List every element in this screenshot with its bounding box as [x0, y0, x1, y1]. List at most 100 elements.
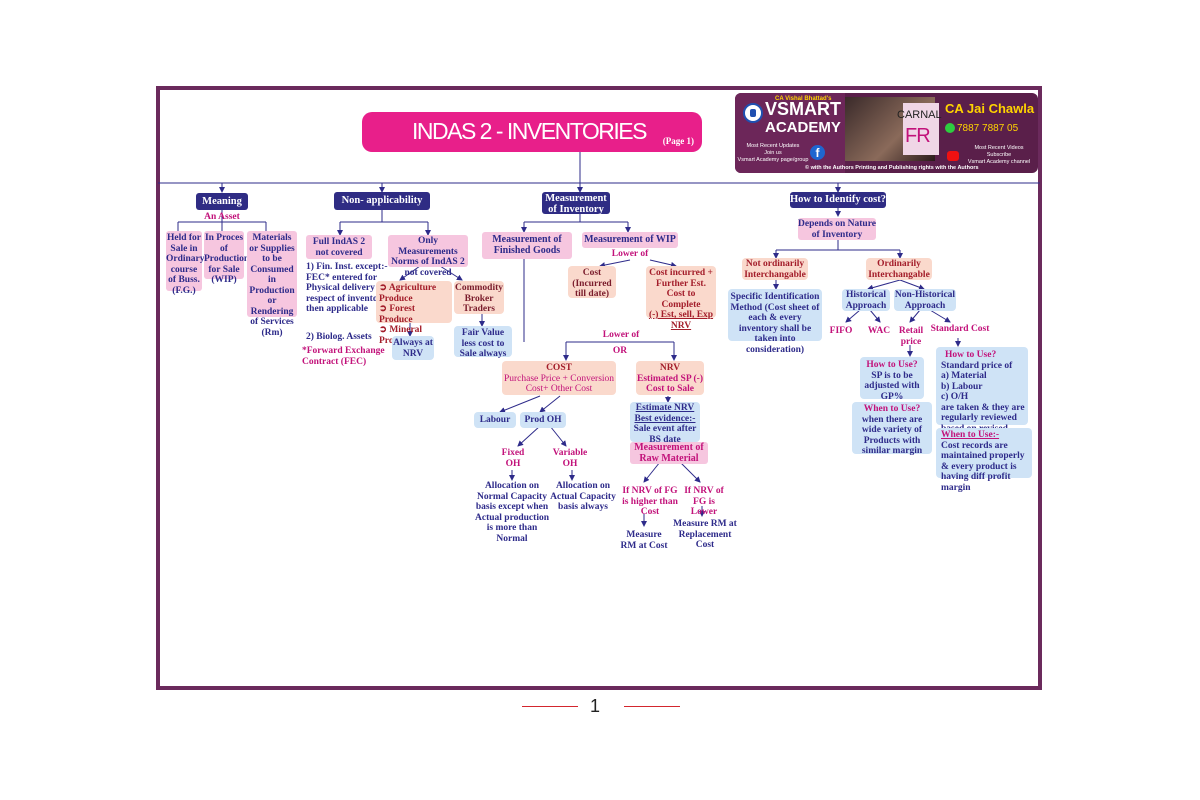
banner-copyright: © with the Authors Printing and Publishi… — [805, 165, 979, 171]
fifo-label: FIFO — [829, 326, 853, 336]
std-how-line: Standard price of — [941, 360, 1013, 371]
produce-list: ➲ Agriculture Produce ➲ Forest Produce ➲… — [376, 281, 452, 346]
wip-nrv-box: Cost incurred + Further Est. Cost to Com… — [646, 266, 716, 331]
std-how-line: c) O/H — [941, 392, 969, 402]
nrv-title: NRV — [659, 363, 681, 373]
facebook-icon[interactable]: f — [810, 145, 825, 160]
raw-material-label: Measurement of Raw Material — [634, 442, 704, 464]
labour-box: Labour — [474, 412, 516, 428]
title-page-label: (Page 1) — [662, 136, 694, 146]
banner-carnal: CARNAL — [897, 109, 942, 121]
banner-group: Vsmart Academy page/group — [737, 157, 809, 163]
estimate-nrv: Estimate NRV — [635, 403, 695, 413]
std-when-answer: Cost records are maintained properly & e… — [941, 440, 1025, 493]
measure-rm-at-cost: Measure RM at Cost — [620, 530, 668, 551]
fair-value-less-cost: Fair Value less cost to Sale always — [454, 326, 512, 359]
always-at-nrv: Always at NRV — [392, 336, 434, 360]
youtube-icon[interactable] — [947, 151, 959, 161]
page-number-rule-right — [624, 706, 680, 707]
not-ordinarily-label: Not ordinarily Interchangable — [744, 259, 806, 280]
fin-inst-exception: 1) Fin. Inst. except:- FEC* entered for … — [306, 262, 388, 314]
academy-logo-icon — [743, 103, 763, 123]
best-evidence: Best evidence:- — [634, 413, 696, 424]
banner-channel: Vsmart Academy channel — [967, 159, 1031, 165]
whatsapp-icon — [945, 123, 955, 133]
std-how-line: a) Material — [941, 371, 987, 381]
measurement-wip: Measurement of WIP — [582, 232, 678, 248]
meaning-item-fg: Held for Sale in Ordinary course of Buss… — [166, 231, 205, 296]
banner-join: Join us — [764, 150, 782, 156]
fec-note: *Forward Exchange Contract (FEC) — [302, 346, 385, 367]
nrv-higher-than-cost: If NRV of FG is higher than Cost — [622, 486, 678, 517]
retail-how-question: How to Use? — [866, 360, 918, 370]
page-number-rule-left — [522, 706, 578, 707]
measure-rm-replacement: Measure RM at Replacement Cost — [673, 519, 737, 550]
specific-identification-method: Specific Identification Method (Cost she… — [728, 289, 822, 355]
prod-oh-box: Prod OH — [520, 412, 566, 428]
retail-price-label: Retail price — [898, 326, 924, 347]
banner-updates: Most Recent Updates — [746, 143, 800, 149]
banner-updates-block: Most Recent Updates Join us Vsmart Acade… — [737, 143, 809, 164]
retail-when-answer: when there are wide variety of Products … — [861, 414, 923, 457]
full-indas-not-covered: Full IndAS 2 not covered — [306, 235, 372, 259]
non-applicability-header: Non- applicability — [334, 192, 430, 210]
only-measurement-norms: Only Measurements Norms of IndAS 2 not c… — [388, 235, 468, 278]
author-name: CA Jai Chawla — [945, 101, 1035, 116]
produce-item-text: Forest Produce — [379, 304, 416, 325]
fg-lower-of: Lower of — [602, 330, 640, 340]
banner-videos: Most Recent Videos — [974, 145, 1024, 151]
produce-item-text: Agriculture Produce — [379, 283, 437, 304]
non-historical-approach: Non-Historical Approach — [894, 289, 956, 311]
banner-brand-top: VSMART — [765, 99, 841, 119]
nrv-description: Estimated SP (-) Cost to Sale — [637, 373, 703, 395]
ordinarily-label: Ordinarily Interchangable — [868, 259, 930, 280]
measurement-header: Measurement of Inventory — [542, 192, 610, 215]
banner-fr: FR — [905, 125, 931, 147]
measurement-finished-goods: Measurement of Finished Goods — [482, 232, 572, 259]
produce-item: ➲ Agriculture Produce — [379, 283, 437, 304]
author-phone: 7887 7887 05 — [957, 123, 1019, 134]
cost-title: COST — [546, 363, 572, 373]
produce-item: ➲ Forest Produce — [379, 304, 416, 325]
banner-videos-block: Most Recent Videos Subscribe Vsmart Acad… — [961, 145, 1037, 166]
wac-label: WAC — [867, 326, 891, 336]
banner-owner: CA Vishal Bhattad's — [775, 96, 832, 102]
wip-nrv-line1: Cost incurred + Further Est. Cost to Com… — [649, 268, 713, 310]
meaning-item-rm: Materials or Supplies to be Consumed in … — [247, 231, 297, 338]
not-ordinarily-interchangable: Not ordinarily Interchangable — [742, 258, 808, 280]
page-title: INDAS 2 - INVENTORIES (Page 1) — [362, 112, 702, 152]
nrv-lower: If NRV of FG is Lower — [684, 486, 724, 517]
meaning-an-asset: An Asset — [204, 212, 240, 222]
variable-oh: Variable OH — [552, 448, 588, 469]
std-how-line: b) Labour — [941, 381, 983, 392]
variable-oh-allocation: Allocation on Actual Capacity basis alwa… — [550, 481, 616, 512]
retail-how-answer: SP is to be adjusted with GP% — [864, 370, 920, 402]
historical-approach: Historical Approach — [842, 289, 890, 311]
cost-description: Purchase Price + Conversion Cost+ Other … — [503, 373, 615, 395]
standard-how-to-use: How to Use? Standard price of a) Materia… — [936, 347, 1028, 444]
std-how-question: How to Use? — [945, 350, 997, 360]
fg-or: OR — [612, 346, 628, 356]
depends-on-nature: Depends on Nature of Inventory — [798, 218, 876, 240]
banner-brand-bottom: ACADEMY — [765, 119, 841, 136]
standard-cost-label: Standard Cost — [930, 324, 990, 334]
identify-cost-header: How to Identify cost? — [790, 192, 886, 208]
carnal-fr-badge: CARNAL FR — [897, 103, 942, 155]
commodity-broker-traders: Commodity Broker Traders — [454, 281, 504, 314]
wip-nrv-line2: (-) Est, sell, Exp NRV — [648, 310, 714, 331]
page-number: 1 — [590, 696, 601, 716]
std-when-question: When to Use:- — [941, 430, 1000, 440]
title-main: INDAS 2 - INVENTORIES — [412, 118, 647, 144]
ordinarily-interchangable: Ordinarily Interchangable — [866, 258, 932, 280]
banner-subscribe: Subscribe — [986, 152, 1012, 158]
wip-lower-of: Lower of — [611, 249, 649, 259]
standard-when-to-use: When to Use:- Cost records are maintaine… — [936, 428, 1032, 493]
retail-when-to-use: When to Use? when there are wide variety… — [852, 402, 932, 457]
wip-cost-incurred: Cost (Incurred till date) — [568, 266, 616, 299]
retail-how-to-use: How to Use? SP is to be adjusted with GP… — [860, 357, 924, 402]
measurement-raw-material: Measurement of Raw Material — [630, 442, 708, 464]
fixed-oh: Fixed OH — [501, 448, 525, 469]
fixed-oh-allocation: Allocation on Normal Capacity basis exce… — [475, 481, 549, 544]
nrv-box: NRV Estimated SP (-) Cost to Sale — [636, 361, 704, 395]
estimate-nrv-box: Estimate NRV Best evidence:- Sale event … — [630, 402, 700, 445]
